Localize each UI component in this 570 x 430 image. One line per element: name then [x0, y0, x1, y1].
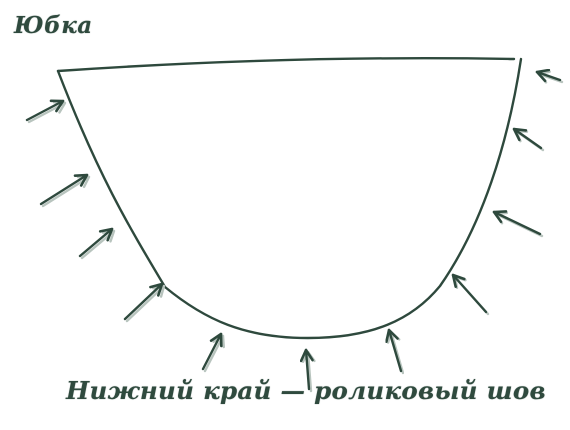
arrow-9 [492, 210, 544, 238]
arrow-6 [299, 348, 316, 393]
arrow-8-shaft [451, 273, 488, 314]
arrow-6-head [299, 348, 314, 363]
arrow-1-shaft [25, 99, 65, 122]
arrow-5-head [209, 332, 223, 348]
arrow-1-head [49, 99, 65, 113]
arrow-4 [123, 282, 166, 323]
arrow-10-shaft [512, 127, 543, 150]
arrow-10-head [512, 127, 528, 142]
arrow-11-head [535, 68, 551, 83]
skirt-outline [56, 57, 523, 340]
arrow-3-head [98, 227, 114, 242]
arrow-9-head [492, 210, 508, 223]
arrow-11-shaft [535, 70, 562, 82]
arrow-7-head [385, 328, 399, 343]
arrow-6-shaft [304, 348, 311, 391]
arrow-4-shaft [123, 282, 164, 321]
arrow-2-shaft [39, 173, 89, 206]
arrow-3-shaft [78, 227, 114, 258]
title: Юбка [14, 12, 93, 39]
caption: Нижний край — роликовый шов [66, 376, 546, 405]
waistline [56, 57, 516, 73]
arrow-11 [535, 68, 564, 84]
arrow-1 [25, 99, 67, 124]
arrow-5 [201, 332, 225, 373]
arrow-3 [78, 227, 116, 260]
arrow-2-head [73, 173, 89, 187]
arrow-7 [385, 328, 405, 375]
arrow-5-shaft [201, 332, 223, 371]
arrow-8-head [451, 273, 466, 288]
arrow-9-shaft [492, 210, 542, 236]
arrow-2 [39, 173, 91, 208]
arrow-7-shaft [387, 328, 403, 373]
arrow-10 [512, 127, 545, 152]
hem-curve [56, 57, 523, 340]
arrow-4-head [149, 282, 164, 297]
arrows-group [25, 68, 564, 393]
arrow-8 [451, 273, 490, 316]
